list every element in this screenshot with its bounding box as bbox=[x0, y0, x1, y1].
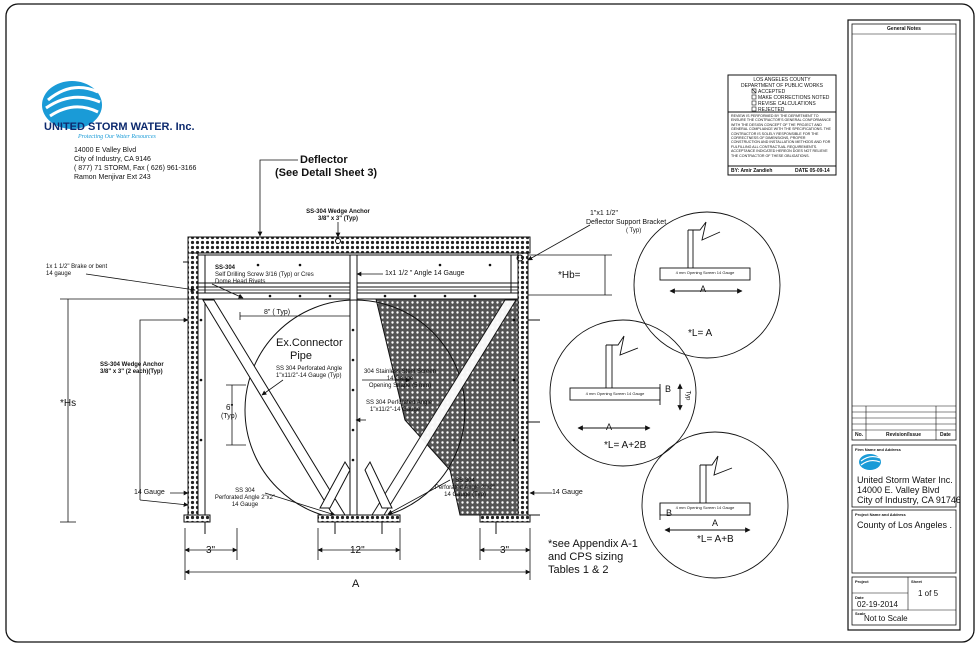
deflector-label: Deflector bbox=[300, 154, 348, 166]
gauge-right-label: 14 Gauge bbox=[552, 489, 583, 496]
stamp-county: LOS ANGELES COUNTY bbox=[753, 77, 811, 83]
hs-label: *Hs bbox=[60, 398, 77, 409]
screen-label-c: Opening Shape (5 mm) bbox=[368, 383, 432, 389]
scale-label: Scale bbox=[855, 611, 866, 616]
firm-addr1: 14000 E. Valley Blvd bbox=[857, 485, 940, 495]
perf-bottom-left-a: SS 304 bbox=[235, 488, 255, 494]
brake-gauge: 14 gauge bbox=[46, 271, 72, 277]
project-small-label: Project bbox=[855, 579, 869, 584]
project-name: County of Los Angeles . bbox=[857, 520, 953, 530]
anchor-top-label: SS-304 Wedge Anchor bbox=[306, 209, 370, 215]
bracket-typ: ( Typ) bbox=[626, 228, 642, 234]
detail-3-screen: 4 mm Opening Screen 14 Gauge bbox=[675, 505, 735, 510]
project-label: Project Name and Address bbox=[855, 512, 906, 517]
dim-right: 3" bbox=[500, 545, 510, 556]
address-line-1: 14000 E Valley Blvd bbox=[74, 147, 137, 154]
bracket-desc: Deflector Support Bracket bbox=[586, 219, 667, 226]
detail-1-screen: 4 mm Opening Screen 14 Gauge bbox=[675, 270, 735, 275]
perf-angle-2b: 1"x11/2"-14 Gauge bbox=[370, 407, 421, 413]
ss304-label: SS-304 bbox=[215, 265, 236, 271]
col-revision: Revision/Issue bbox=[886, 432, 922, 438]
six-inch-label: 6" bbox=[226, 403, 234, 412]
general-notes-title: General Notes bbox=[887, 26, 921, 32]
angle-top-label: 1x1 1/2 " Angle 14 Gauge bbox=[385, 270, 465, 277]
anchor-top-size: 3/8" x 3" (Typ) bbox=[318, 216, 358, 222]
anchor-left-size: 3/8" x 3" (2 each)(Typ) bbox=[100, 369, 163, 375]
scale-value: Not to Scale bbox=[864, 614, 908, 623]
rivets-label: Dome Head Rivets bbox=[215, 279, 266, 285]
sheet-border bbox=[5, 3, 975, 643]
dim-total: A bbox=[352, 578, 360, 590]
spacing-label: 8" ( Typ) bbox=[264, 309, 291, 316]
bracket-size: 1"x1 1/2" bbox=[590, 210, 618, 217]
date-value: 02-19-2014 bbox=[857, 600, 898, 609]
perf-angle-1a: SS 304 Perforated Angle bbox=[276, 366, 343, 372]
perf-bottom-left-b: Perforated Angle 2"x2" bbox=[214, 495, 276, 501]
detail-3-dim: A bbox=[712, 518, 719, 528]
detail-3-formula: *L= A+B bbox=[697, 534, 734, 545]
stamp-opt-revise: REVISE CALCULATIONS bbox=[758, 101, 816, 107]
stamp-by: BY: Amir Zandieh bbox=[731, 168, 773, 174]
stamp-opt-corrections: MAKE CORRECTIONS NOTED bbox=[758, 95, 830, 101]
address-line-3: ( 877) 71 STORM, Fax ( 626) 961-3166 bbox=[74, 165, 197, 172]
stamp-opt-rejected: REJECTED bbox=[758, 107, 785, 113]
company-logo bbox=[42, 81, 102, 129]
anchor-left-label: SS-304 Wedge Anchor bbox=[100, 362, 164, 368]
dim-mid: 12" bbox=[350, 545, 365, 556]
detail-2-typ: Typ bbox=[684, 390, 691, 401]
col-no: No. bbox=[855, 432, 864, 438]
company-name: UNITED STORM WATER. Inc. bbox=[44, 121, 195, 133]
date-label: Date bbox=[855, 595, 864, 600]
appendix-line-3: Tables 1 & 2 bbox=[548, 564, 609, 576]
detail-1-formula: *L= A bbox=[688, 328, 713, 339]
stamp-review-text: REVIEW IS PERFORMED BY THE DEPARTMENT TO… bbox=[731, 114, 832, 158]
connector-label-2: Pipe bbox=[290, 350, 313, 362]
title-block bbox=[847, 19, 961, 631]
hb-label: *Hb= bbox=[558, 270, 581, 281]
company-tagline: Protecting Our Water Resources bbox=[78, 134, 156, 140]
address-line-2: City of Industry, CA 9146 bbox=[74, 156, 151, 163]
address-line-4: Ramon Menjivar Ext 243 bbox=[74, 174, 151, 181]
detail-3-b: B bbox=[666, 508, 673, 518]
six-inch-typ: (Typ) bbox=[221, 413, 237, 420]
right-post bbox=[517, 252, 529, 516]
detail-circle-3 bbox=[641, 431, 789, 579]
col-date: Date bbox=[940, 432, 951, 438]
detail-2-formula: *L= A+2B bbox=[604, 440, 647, 451]
stamp-opt-accepted: ACCEPTED bbox=[758, 89, 786, 95]
detail-2-screen: 4 mm Opening Screen 14 Gauge bbox=[585, 391, 645, 396]
firm-addr2: City of Industry, CA 91746 bbox=[857, 495, 961, 505]
screen-label-b: 14 Gauge bbox=[386, 376, 414, 382]
firm-label: Firm Name and Address bbox=[855, 447, 901, 452]
detail-2-dim: A bbox=[606, 422, 613, 432]
dim-left: 3" bbox=[206, 545, 216, 556]
review-stamp bbox=[727, 74, 837, 176]
perf-bottom-right-b: Perforated Angle 2"x2" bbox=[434, 485, 496, 491]
perf-bottom-right-c: 14 Gauge (Typ) bbox=[444, 492, 486, 498]
stamp-dept: DEPARTMENT OF PUBLIC WORKS bbox=[741, 83, 823, 89]
sheet-value: 1 of 5 bbox=[918, 589, 939, 598]
perf-angle-2a: SS 304 Perforated Angle bbox=[366, 400, 433, 406]
detail-2-b: B bbox=[665, 384, 672, 394]
perf-bottom-right-a: SS 304 bbox=[455, 478, 475, 484]
firm-name: United Storm Water Inc. bbox=[857, 475, 953, 485]
gauge-left-label: 14 Gauge bbox=[134, 489, 165, 496]
stamp-date: DATE 05-09-14 bbox=[795, 168, 830, 174]
deflector-ref: (See Detall Sheet 3) bbox=[275, 167, 378, 179]
sheet-label: Sheet bbox=[911, 579, 922, 584]
perf-angle-1b: 1"x11/2"-14 Gauge (Typ) bbox=[276, 373, 342, 379]
top-beam bbox=[187, 236, 531, 254]
detail-circle-1 bbox=[633, 211, 781, 359]
left-post bbox=[187, 252, 199, 516]
brake-label: 1x 1 1/2" Brake or bent bbox=[46, 264, 108, 270]
detail-1-dim: A bbox=[700, 284, 707, 294]
perf-bottom-left-c: 14 Gauge bbox=[231, 502, 259, 508]
screen-label-a: 304 Stainless Steel Screen bbox=[363, 369, 437, 375]
appendix-line-1: *see Appendix A-1 bbox=[548, 538, 638, 550]
connector-label: Ex.Connector bbox=[276, 337, 343, 349]
appendix-line-2: and CPS sizing bbox=[548, 551, 624, 563]
screw-label: Self Drilling Screw 3/16 (Typ) or Cres bbox=[215, 272, 314, 278]
detail-circle-2 bbox=[549, 319, 697, 467]
